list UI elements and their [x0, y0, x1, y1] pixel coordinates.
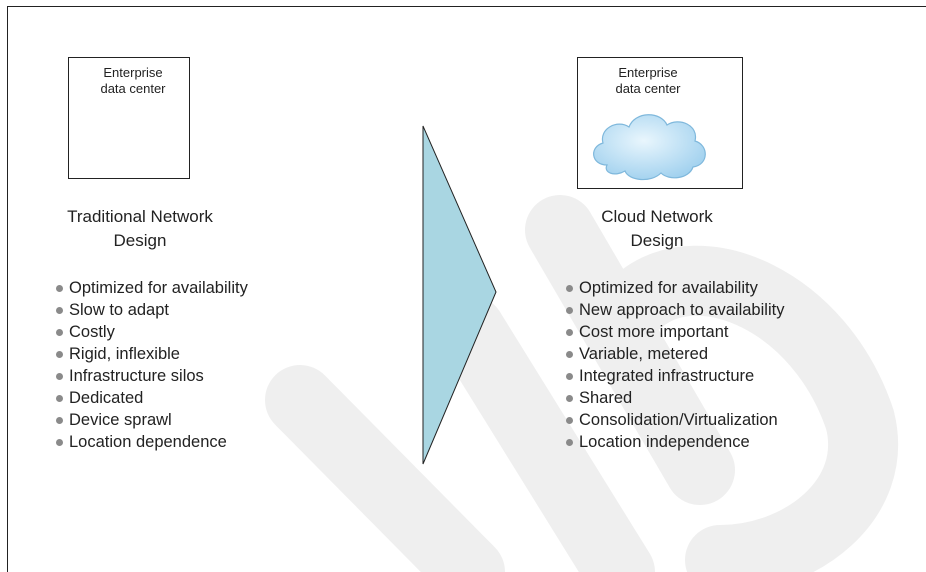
list-item-text: Dedicated	[69, 389, 144, 407]
list-item: Slow to adapt	[56, 299, 248, 321]
bullet-icon	[56, 416, 63, 424]
list-item-text: Infrastructure silos	[69, 367, 204, 385]
list-item: Optimized for availability	[56, 277, 248, 299]
list-item-text: Integrated infrastructure	[579, 367, 755, 385]
list-item: Location dependence	[56, 431, 248, 453]
list-item: Costly	[56, 321, 248, 343]
bullet-icon	[566, 328, 573, 336]
chevron-arrow-icon	[422, 125, 497, 465]
list-item: Location independence	[566, 431, 784, 453]
list-item: Consolidation/Virtualization	[566, 409, 784, 431]
bullet-icon	[566, 438, 573, 446]
list-item: Optimized for availability	[566, 277, 784, 299]
bullet-icon	[566, 372, 573, 380]
list-item: Device sprawl	[56, 409, 248, 431]
list-item-text: Location dependence	[69, 433, 227, 451]
list-item-text: Location independence	[579, 433, 750, 451]
bullet-icon	[56, 306, 63, 314]
list-item: Integrated infrastructure	[566, 365, 784, 387]
traditional-datacenter-box	[68, 57, 190, 179]
list-item: Rigid, inflexible	[56, 343, 248, 365]
bullet-icon	[566, 284, 573, 292]
list-item: Variable, metered	[566, 343, 784, 365]
list-item: Cost more important	[566, 321, 784, 343]
list-item-text: Costly	[69, 323, 115, 341]
list-item-text: Shared	[579, 389, 633, 407]
cloud-title-line1: Cloud Network	[601, 207, 713, 226]
list-item-text: Variable, metered	[579, 345, 709, 363]
bullet-icon	[566, 350, 573, 358]
frame-top-border	[7, 6, 926, 7]
list-item-text: Optimized for availability	[579, 279, 758, 297]
cloud-icon	[593, 114, 706, 181]
bullet-icon	[566, 416, 573, 424]
frame-left-border	[7, 6, 8, 572]
list-item-text: Optimized for availability	[69, 279, 248, 297]
traditional-title-line1: Traditional Network	[67, 207, 213, 226]
list-item-text: Consolidation/Virtualization	[579, 411, 778, 429]
cloud-title-line2: Design	[630, 231, 684, 250]
traditional-design-title: Traditional Network Design	[40, 205, 240, 253]
bullet-icon	[56, 438, 63, 446]
bullet-icon	[56, 372, 63, 380]
bullet-icon	[566, 394, 573, 402]
cloud-datacenter-label: Enterprise data center	[615, 65, 681, 96]
bullet-icon	[566, 306, 573, 314]
list-item-text: Device sprawl	[69, 411, 172, 429]
list-item: Infrastructure silos	[56, 365, 248, 387]
bullet-icon	[56, 350, 63, 358]
cloud-design-title: Cloud Network Design	[557, 205, 757, 253]
list-item-text: Rigid, inflexible	[69, 345, 180, 363]
list-item: Dedicated	[56, 387, 248, 409]
bullet-icon	[56, 284, 63, 292]
list-item: New approach to availability	[566, 299, 784, 321]
traditional-title-line2: Design	[113, 231, 167, 250]
list-item-text: New approach to availability	[579, 301, 785, 319]
list-item-text: Slow to adapt	[69, 301, 169, 319]
list-item-text: Cost more important	[579, 323, 729, 341]
bullet-icon	[56, 394, 63, 402]
bullet-icon	[56, 328, 63, 336]
list-item: Shared	[566, 387, 784, 409]
traditional-datacenter-label: Enterprise data center	[100, 65, 166, 96]
